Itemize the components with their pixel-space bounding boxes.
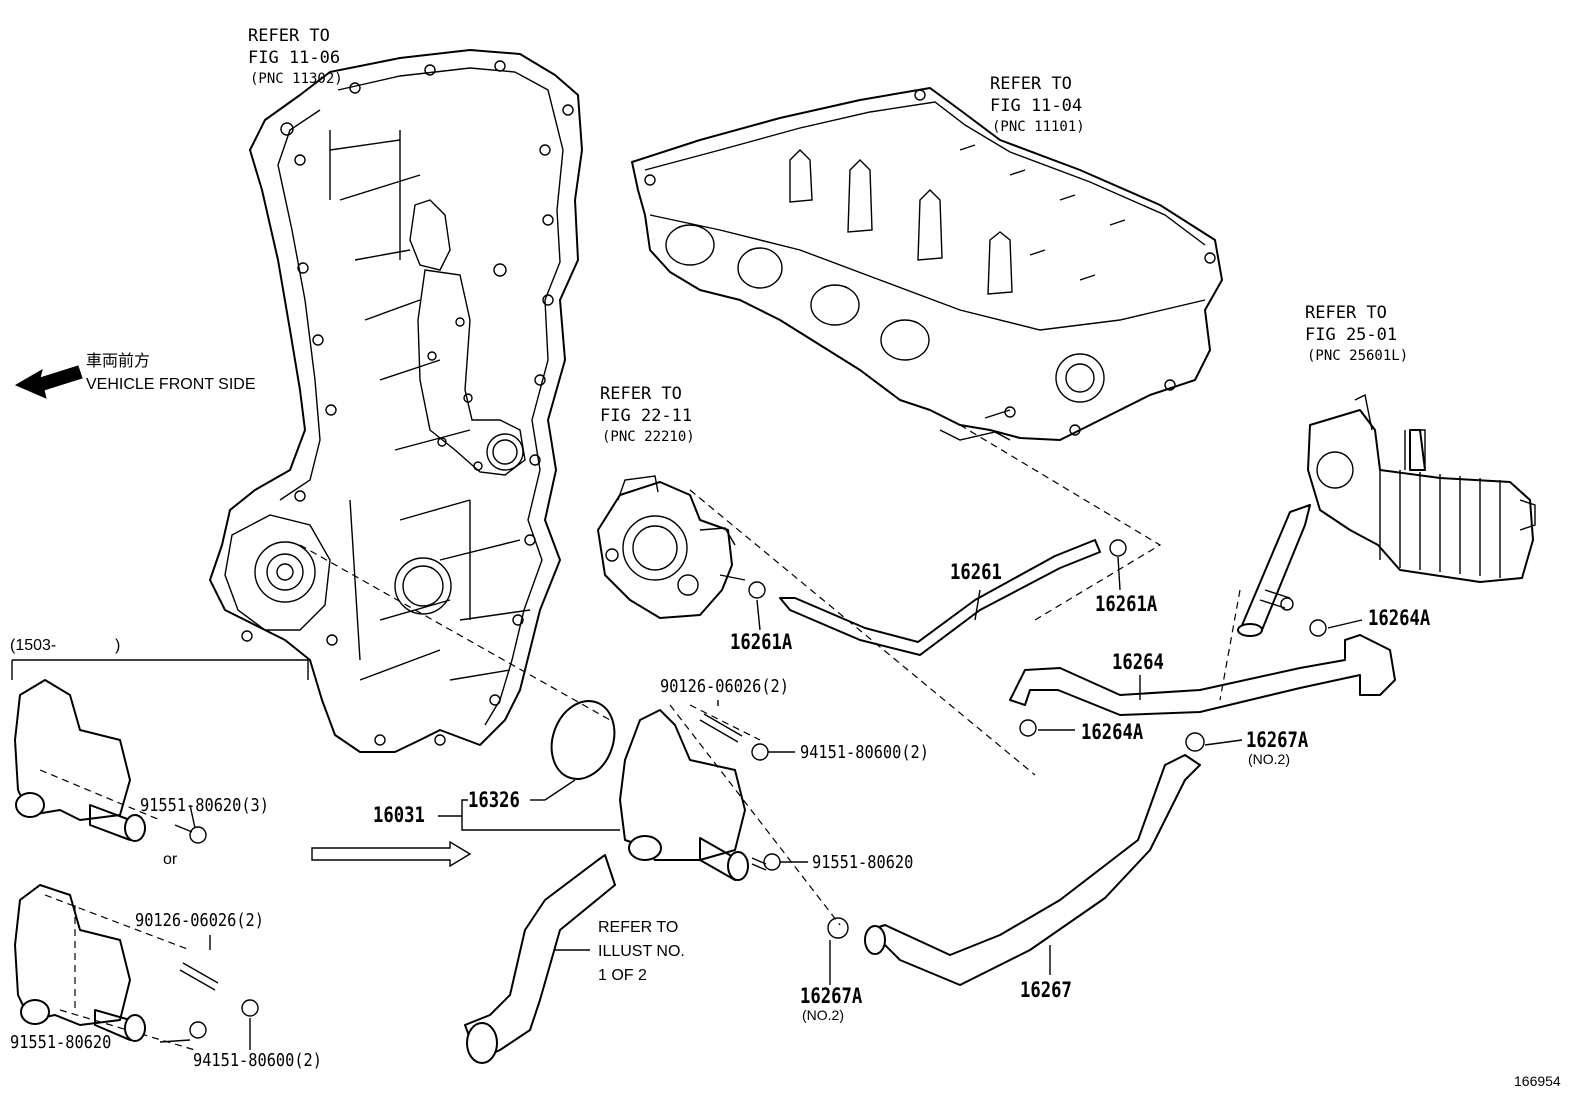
water-outlet-alt-lower bbox=[14, 884, 259, 1042]
callout-timing-cover-line2: FIG 11-06 bbox=[248, 48, 341, 68]
part-16267A-bottom: 16267A bbox=[800, 984, 863, 1008]
part-stud-lower-alt: 90126-06026(2) bbox=[135, 910, 264, 931]
part-nut-lower-alt: 94151-80600(2) bbox=[193, 1050, 322, 1071]
gasket-16326 bbox=[550, 700, 616, 780]
throttle-body bbox=[597, 475, 746, 619]
part-bolt-main: 91551-80620 bbox=[812, 852, 914, 873]
water-outlet-main bbox=[619, 709, 781, 881]
vehicle-front-label-jp: 車両前方 bbox=[86, 353, 151, 370]
hose-refer-illust bbox=[464, 854, 616, 1064]
part-16261A-top: 16261A bbox=[1095, 592, 1158, 616]
variant-arrow bbox=[311, 840, 472, 868]
cylinder-head bbox=[631, 87, 1223, 441]
vehicle-front-arrow bbox=[14, 365, 83, 399]
callout-hose-illust-line2: ILLUST NO. bbox=[598, 943, 685, 960]
timing-chain-cover bbox=[209, 49, 583, 753]
hose-clamps bbox=[748, 539, 1327, 939]
date-range-close: ) bbox=[115, 637, 121, 654]
part-bolt-upper-alt: 91551-80620(3) bbox=[140, 795, 269, 816]
part-16267: 16267 bbox=[1020, 978, 1072, 1002]
callout-timing-cover-pnc: (PNC 11302) bbox=[250, 71, 343, 87]
part-16261: 16261 bbox=[950, 560, 1002, 584]
leader-lines bbox=[11, 556, 1363, 1050]
vehicle-front-label-en: VEHICLE FRONT SIDE bbox=[86, 376, 256, 393]
callout-timing-cover-line1: REFER TO bbox=[248, 26, 330, 46]
callout-egr-cooler-pnc: (PNC 25601L) bbox=[1307, 348, 1409, 364]
or-label: or bbox=[163, 851, 178, 868]
callout-throttle-body-line2: FIG 22-11 bbox=[600, 406, 693, 426]
figure-number: 166954 bbox=[1514, 1073, 1561, 1089]
part-bolt-lower-alt: 91551-80620 bbox=[10, 1032, 112, 1053]
callout-throttle-body-pnc: (PNC 22210) bbox=[602, 429, 695, 445]
hose-16267 bbox=[869, 754, 1201, 986]
callout-cylinder-head-pnc: (PNC 11101) bbox=[992, 119, 1085, 135]
egr-cooler bbox=[1307, 393, 1536, 583]
part-16267A-bottom-note: (NO.2) bbox=[802, 1007, 844, 1023]
callout-cylinder-head-line2: FIG 11-04 bbox=[990, 96, 1083, 116]
callout-egr-cooler-line1: REFER TO bbox=[1305, 303, 1387, 323]
part-nut-main: 94151-80600(2) bbox=[800, 742, 929, 763]
part-16031: 16031 bbox=[373, 803, 425, 827]
hose-16261 bbox=[779, 539, 1101, 656]
hose-16264 bbox=[1009, 634, 1396, 716]
part-16264A-left: 16264A bbox=[1081, 720, 1144, 744]
part-16267A-right: 16267A bbox=[1246, 728, 1309, 752]
part-16264: 16264 bbox=[1112, 650, 1164, 674]
callout-cylinder-head-line1: REFER TO bbox=[990, 74, 1072, 94]
water-outlet-alt-upper bbox=[14, 679, 207, 844]
part-16261A-left: 16261A bbox=[730, 630, 793, 654]
callout-throttle-body-line1: REFER TO bbox=[600, 384, 682, 404]
part-16267A-right-note: (NO.2) bbox=[1248, 751, 1290, 767]
callout-egr-cooler-line2: FIG 25-01 bbox=[1305, 325, 1398, 345]
date-range-open: (1503- bbox=[10, 637, 57, 654]
part-stud-main: 90126-06026(2) bbox=[660, 676, 789, 697]
part-16326: 16326 bbox=[468, 788, 520, 812]
assembly-lines bbox=[39, 424, 1241, 1051]
callout-hose-illust-line1: REFER TO bbox=[598, 919, 679, 936]
callout-hose-illust-line3: 1 OF 2 bbox=[598, 967, 647, 984]
part-16264A-right: 16264A bbox=[1368, 606, 1431, 630]
